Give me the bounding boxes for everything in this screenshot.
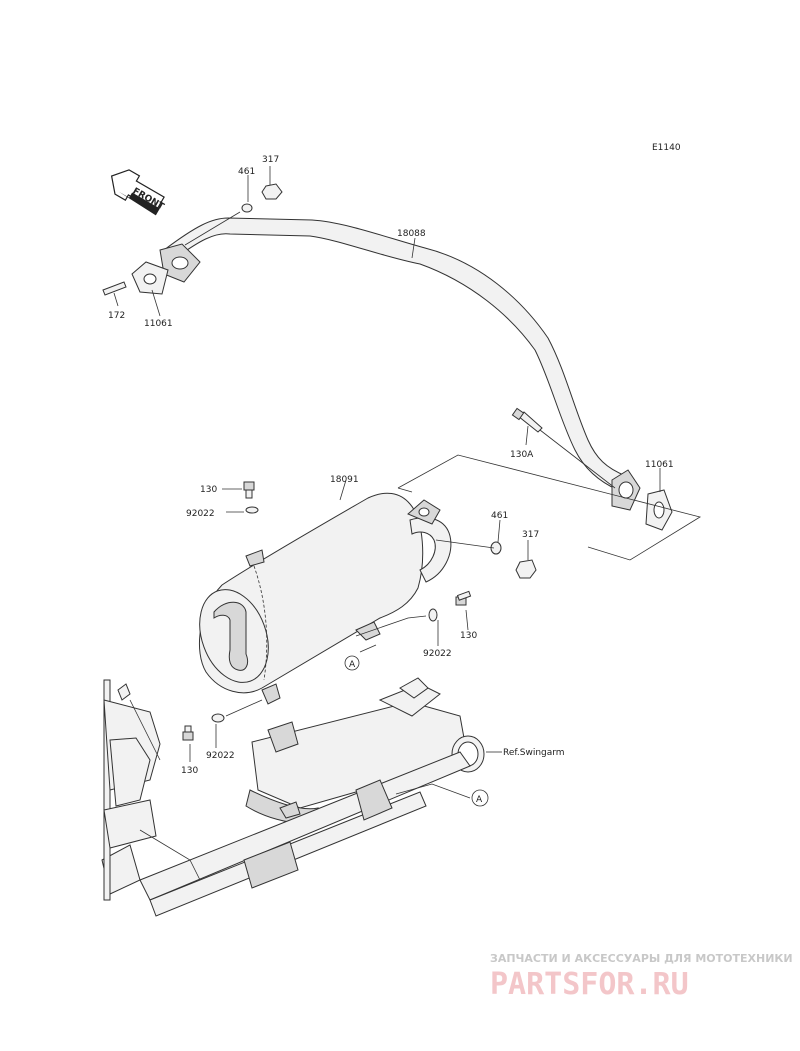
bolt-130-top (243, 481, 255, 499)
front-arrow-icon: FRONT (110, 169, 166, 216)
washer-92022-lower (211, 713, 225, 723)
gasket-11061-left (131, 261, 169, 295)
ref-a-label-1: A (349, 660, 356, 670)
callout-92022-lower: 92022 (206, 751, 235, 761)
callout-317-mid: 317 (522, 530, 539, 540)
nut-317-mid (515, 559, 537, 579)
watermark-logo: PARTSFOR.RU (490, 967, 689, 1002)
muffler-18091 (198, 492, 452, 705)
watermark-caption: ЗАПЧАСТИ И АКСЕССУАРЫ ДЛЯ МОТОТЕХНИКИ (490, 952, 793, 965)
callout-461-mid: 461 (491, 511, 508, 521)
callout-130-right: 130 (460, 631, 477, 641)
bolt-130a (511, 407, 543, 433)
callout-11061-left: 11061 (144, 319, 173, 329)
bolt-130-lower (182, 725, 194, 741)
callout-18091: 18091 (330, 475, 359, 485)
washer-92022-top (245, 506, 259, 514)
callout-92022-right: 92022 (423, 649, 452, 659)
gasket-11061-right (645, 489, 673, 531)
callout-317-top: 317 (262, 155, 279, 165)
ref-a-marker-2 (471, 789, 489, 807)
ref-swingarm-label: Ref.Swingarm (503, 748, 565, 758)
callout-11061-right: 11061 (645, 460, 674, 470)
callout-18088: 18088 (397, 229, 426, 239)
diagram-code: E1140 (652, 143, 681, 153)
callout-130-lower: 130 (181, 766, 198, 776)
ref-a-marker-1 (344, 655, 360, 671)
washer-461-top (241, 203, 253, 213)
nut-317-top (261, 183, 283, 200)
bolt-130-right (455, 590, 472, 606)
stud-172 (102, 281, 127, 296)
frame-swingarm (101, 677, 485, 917)
washer-461-mid (490, 541, 502, 555)
callout-130-top: 130 (200, 485, 217, 495)
callout-92022-top: 92022 (186, 509, 215, 519)
callout-130a: 130A (510, 450, 534, 460)
exhaust-pipe-18088 (159, 217, 641, 511)
washer-92022-right (428, 608, 438, 622)
callout-461-top: 461 (238, 167, 255, 177)
callout-172: 172 (108, 311, 125, 321)
ref-a-label-2: A (476, 795, 483, 805)
